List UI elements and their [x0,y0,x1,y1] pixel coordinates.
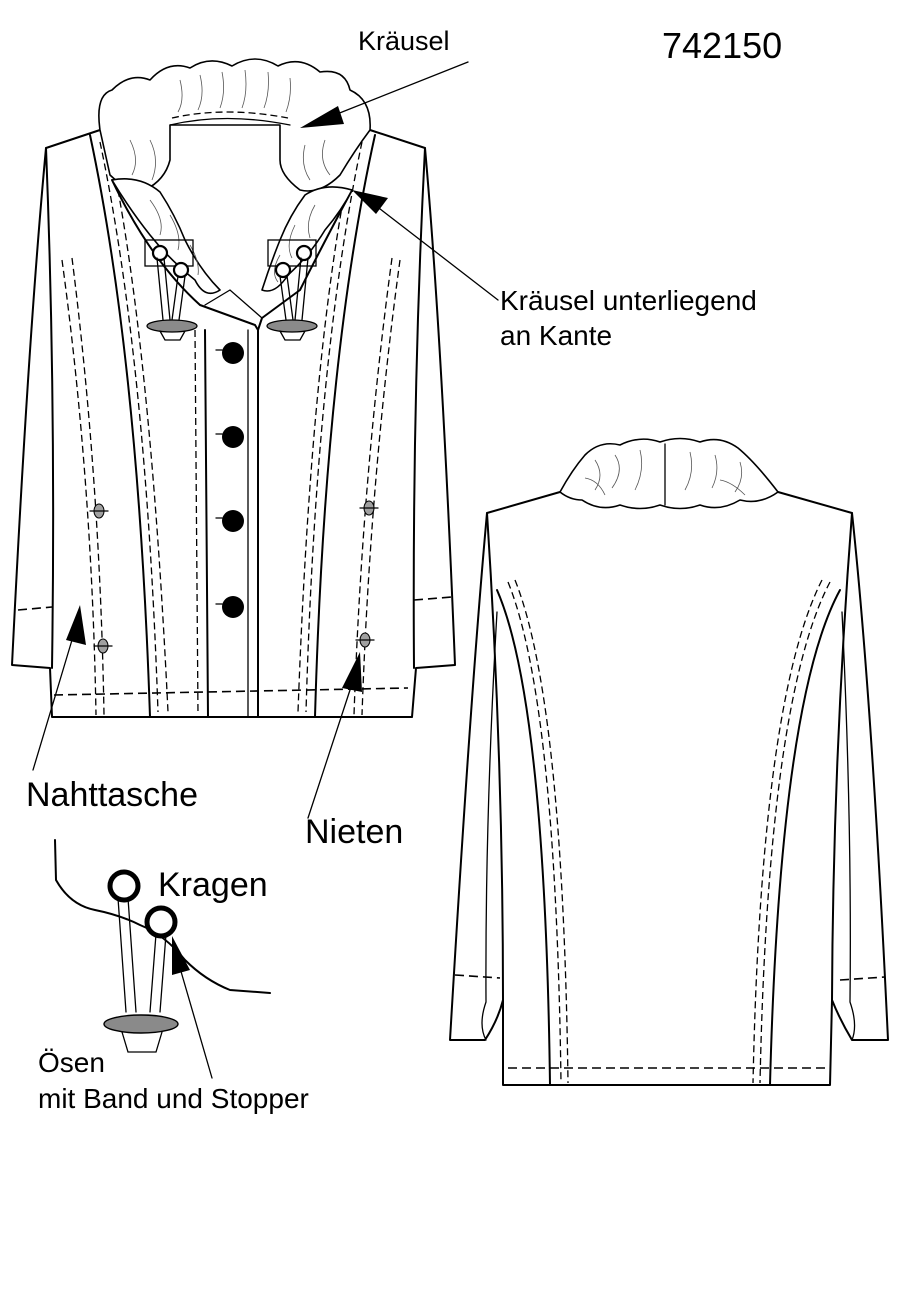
back-left-princess-stitch-a [507,581,562,1084]
front-buttons [215,342,244,618]
front-right-side-stitch-a [361,259,401,716]
leader-nieten [307,689,351,819]
back-right-cuff-stitch [839,976,886,981]
detail-eyelet-2 [144,905,178,939]
front-right-side-stitch-b [353,257,393,716]
back-body-outline [449,491,889,1086]
front-left-armhole-seam [45,147,55,669]
label-kraeusel: Kräusel [358,26,450,56]
back-right-princess-stitch-b [752,579,823,1084]
text-labels: 742150 Kräusel Kräusel unterliegend an K… [26,25,782,1114]
front-neck-opening [204,289,263,319]
annotation-leaders [32,61,499,1079]
front-left-placket-stitch [194,329,199,716]
front-right-eyelet-cord [266,239,318,341]
back-left-princess-stitch-b [514,579,569,1084]
detail-cord [117,897,167,1013]
arrow-kraeusel-edge [352,190,388,214]
button-3 [222,510,244,532]
back-right-princess-seam [769,589,841,1086]
back-left-princess-seam [496,589,551,1086]
front-right-cuff-stitch [413,596,453,601]
front-right-princess-stitch-b [297,189,346,713]
arrow-kraeusel [300,106,344,128]
label-kragen: Kragen [158,866,268,904]
detail-stopper-base [121,1031,163,1053]
detail-collar-edge [54,839,271,994]
button-1 [222,342,244,364]
arrow-nieten [342,652,362,692]
detail-collar-eyelets [54,839,271,1053]
front-right-armhole-seam [412,147,426,669]
back-collar-ruffle [559,437,779,510]
label-kraeusel-edge-line1: Kräusel unterliegend [500,285,757,316]
back-right-sleeve-inner [841,611,856,1041]
stopper-right [266,319,318,333]
front-right-princess-stitch-a [305,141,363,713]
label-kraeusel-edge-line2: an Kante [500,320,612,351]
front-right-princess-seam [314,134,376,718]
arrow-nahttasche [66,605,86,645]
article-number: 742150 [662,25,782,66]
label-nahttasche: Nahttasche [26,776,198,814]
front-collar-gathers [129,69,331,181]
arrow-oesen [172,936,190,975]
label-nieten: Nieten [305,813,403,851]
leader-nahttasche [32,639,73,771]
front-lapel-ruffle-gathers [149,199,316,283]
front-left-princess-stitch-a [99,141,159,713]
front-rivets [89,500,379,654]
front-left-eyelet-cord [144,239,198,341]
front-collar-ruffle [98,58,371,192]
leader-oesen [179,967,213,1079]
button-2 [222,426,244,448]
button-4 [222,596,244,618]
back-left-cuff-stitch [454,974,501,979]
front-left-placket-line [204,329,209,718]
label-oesen-line2: mit Band und Stopper [38,1083,309,1114]
back-right-princess-stitch-a [759,581,831,1084]
front-left-side-stitch-b [71,257,105,716]
front-collar-band [169,117,291,126]
front-collar-band-stitch [171,111,289,119]
detail-eyelet-1 [107,869,141,903]
front-left-side-stitch-a [61,259,97,716]
buttonhole-marks [215,349,223,605]
front-view-jacket [11,58,456,718]
back-view-jacket [449,437,889,1086]
back-right-armhole-seam [831,512,853,1001]
label-oesen-line1: Ösen [38,1047,105,1078]
back-left-sleeve-inner [481,611,498,1041]
back-collar-gathers [584,449,746,496]
leader-kraeusel-edge [374,204,499,301]
detail-stopper [103,1014,179,1034]
front-left-cuff-stitch [17,606,53,611]
front-left-princess-seam [89,134,151,718]
leader-kraeusel [331,61,469,117]
stopper-left [146,319,198,333]
front-body-outline [11,129,456,718]
back-left-armhole-seam [486,512,504,1001]
front-left-princess-stitch-b [117,189,169,713]
